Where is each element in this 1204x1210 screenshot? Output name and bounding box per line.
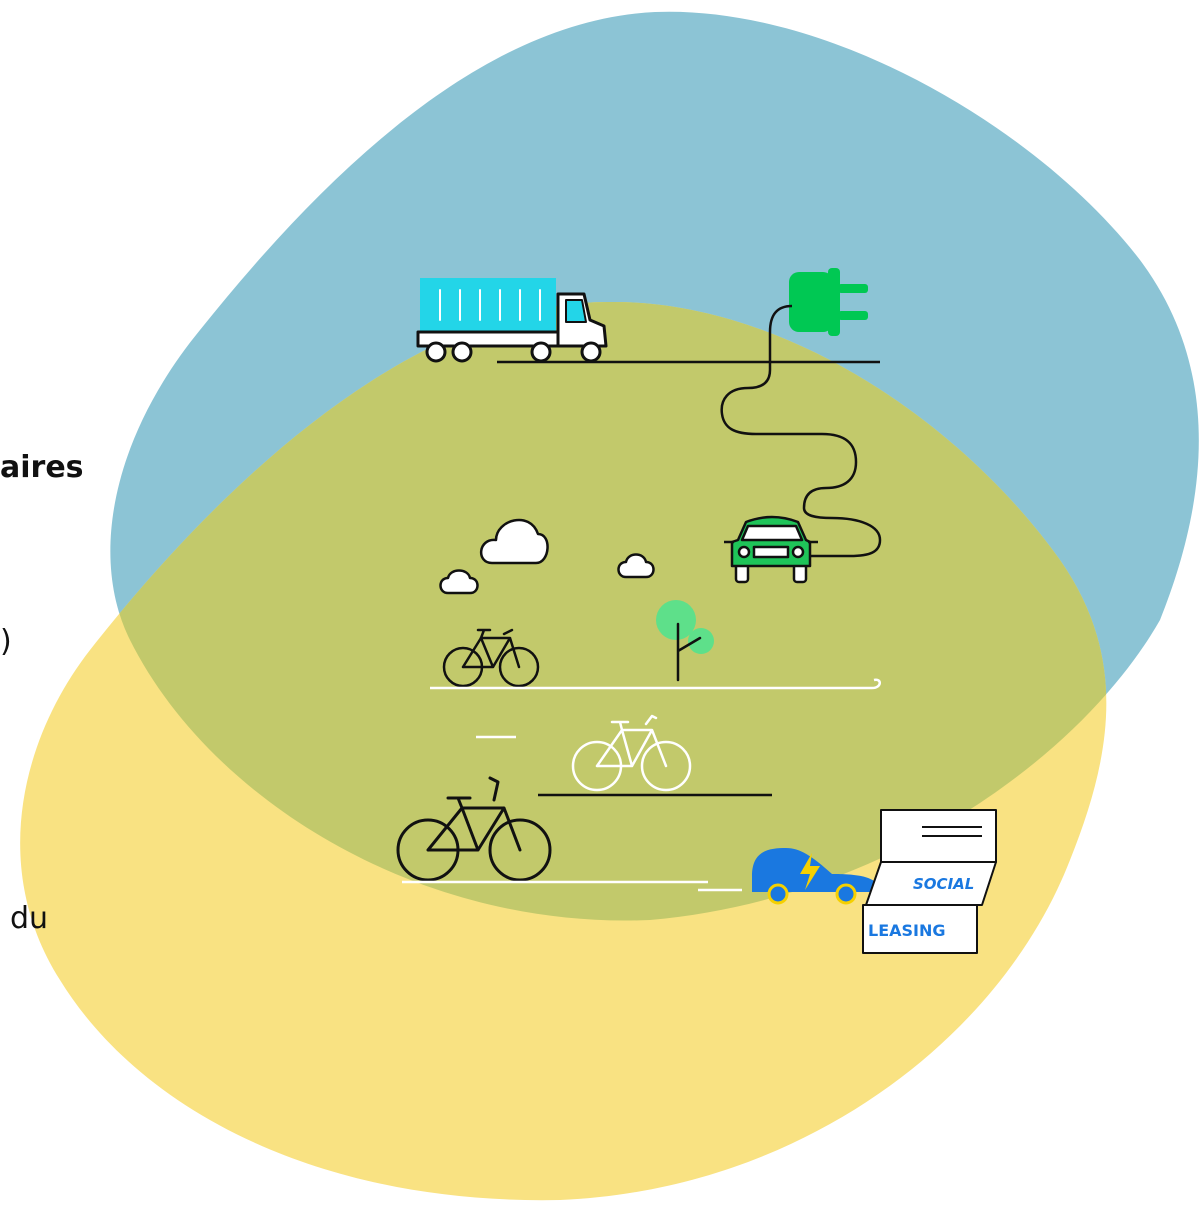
road-line xyxy=(430,678,881,690)
green-car-icon xyxy=(724,515,818,584)
bicycle-icon xyxy=(396,776,552,882)
plug-icon xyxy=(720,268,882,558)
lightning-icon xyxy=(800,853,820,890)
text-fragment-3: du xyxy=(10,901,49,936)
cloud-icon xyxy=(439,518,655,595)
overlap-region xyxy=(110,301,1107,921)
social-label: SOCIAL xyxy=(913,875,974,893)
electric-car-icon xyxy=(752,848,880,905)
truck-icon xyxy=(416,278,608,363)
tree-icon xyxy=(656,600,714,682)
leasing-label: LEASING xyxy=(868,921,946,940)
text-fragment-1: aires xyxy=(0,450,84,485)
bicycle-icon xyxy=(442,628,540,688)
text-fragment-2: ) xyxy=(0,624,12,659)
leasing-document-icon: SOCIAL LEASING xyxy=(862,809,997,954)
bicycle-icon xyxy=(571,714,692,792)
